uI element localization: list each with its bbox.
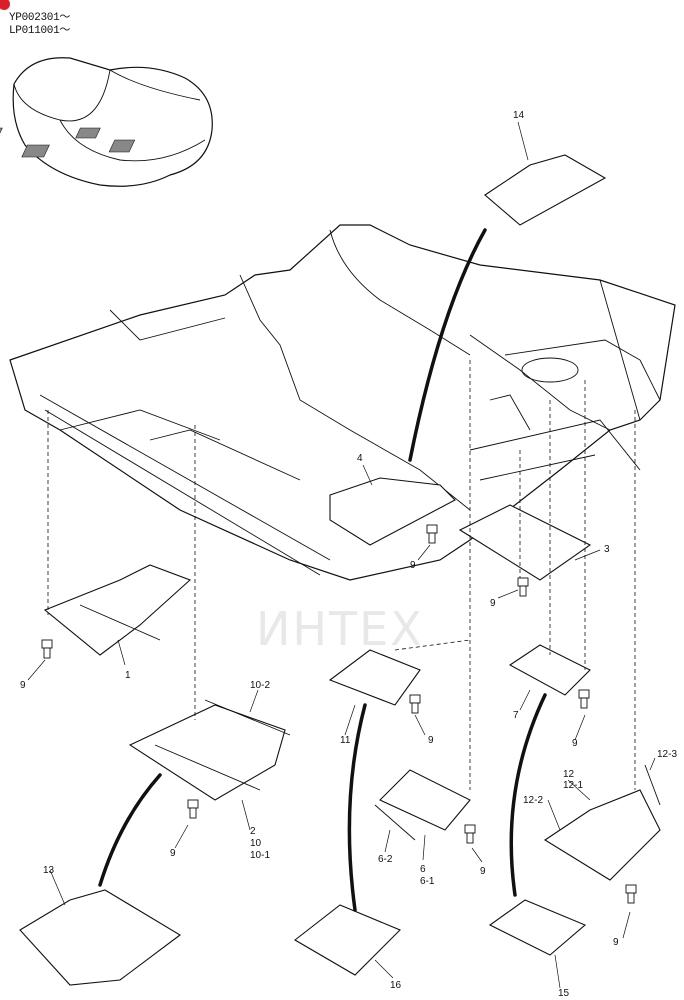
callout-9: 9 [20, 680, 26, 691]
cover-part-3 [458, 504, 592, 581]
callout-2: 2 [250, 826, 256, 837]
corner-mark [0, 0, 10, 10]
arrow-14 [408, 228, 487, 462]
serial-range-line-1: YP002301～ [9, 12, 71, 24]
bolt-icon [187, 799, 199, 819]
callout-1: 1 [125, 670, 131, 681]
callout-3: 3 [604, 544, 610, 555]
callout-9: 9 [170, 848, 176, 859]
callout-16: 16 [390, 980, 402, 991]
callout-13: 13 [43, 865, 55, 876]
callout-9: 9 [428, 735, 434, 746]
callout-14: 14 [513, 110, 525, 121]
callout-10-2: 10-2 [250, 680, 270, 691]
callout-11: 11 [340, 735, 351, 746]
cover-part-4 [329, 477, 456, 546]
callout-10: 10 [250, 838, 262, 849]
callout-4: 4 [357, 453, 363, 464]
cover-part-13 [19, 889, 181, 986]
cover-part-14 [484, 154, 607, 226]
cover-part-7 [508, 644, 591, 696]
callout-9: 9 [410, 560, 416, 571]
bolt-icon [41, 639, 53, 659]
callout-12-3: 12-3 [657, 749, 677, 760]
bolt-icon [578, 689, 590, 709]
callout-9: 9 [480, 866, 486, 877]
callout-9: 9 [490, 598, 496, 609]
callout-6-2: 6-2 [378, 854, 393, 865]
serial-range-line-2: LP011001～ [9, 25, 71, 37]
callout-12: 12 [563, 769, 575, 780]
bolt-icon [625, 884, 637, 904]
cover-part-16 [294, 904, 401, 976]
callout-6-1: 6-1 [420, 876, 435, 887]
bolt-icon [426, 524, 438, 544]
cover-part-1 [43, 564, 192, 656]
callout-12-1: 12-1 [563, 780, 583, 791]
callout-10-1: 10-1 [250, 850, 270, 861]
revolving-frame [9, 224, 676, 581]
cover-part-15 [488, 899, 587, 956]
callout-15: 15 [558, 988, 570, 999]
cover-part-2 [128, 704, 286, 801]
arrow-13 [98, 773, 162, 887]
bolt-icon [517, 577, 529, 597]
callout-7: 7 [513, 710, 519, 721]
callout-9: 9 [613, 937, 619, 948]
callout-12-2: 12-2 [523, 795, 543, 806]
callout-9: 9 [572, 738, 578, 749]
cover-part-12 [543, 789, 661, 881]
arrow-15 [509, 693, 547, 897]
arrow-16 [347, 703, 367, 912]
cover-part-11 [328, 649, 421, 706]
callout-6: 6 [420, 864, 426, 875]
bolt-icon [409, 694, 421, 714]
key-map-machine-view [0, 57, 213, 187]
watermark-text: ИНТЕХ [256, 602, 424, 656]
cover-part-6 [379, 769, 471, 831]
bolt-icon [464, 824, 476, 844]
